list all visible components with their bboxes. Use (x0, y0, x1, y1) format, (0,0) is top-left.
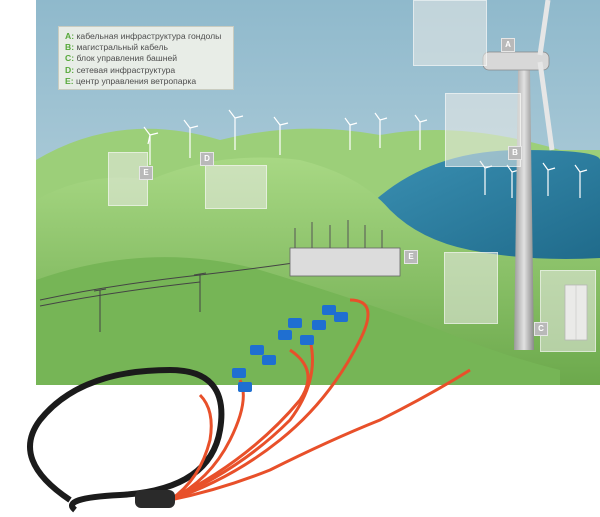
marker-d: D (200, 152, 214, 166)
legend-item-a: A: кабельная инфраструктура гондолы (65, 31, 222, 41)
fiber-connectors (232, 305, 348, 392)
substation-icon (289, 220, 401, 277)
legend: A: кабельная инфраструктура гондолы B: м… (58, 26, 234, 90)
fiber-cable-icon (27, 298, 471, 513)
legend-item-b: B: магистральный кабель (65, 42, 169, 53)
power-line-icon (39, 261, 301, 332)
marker-b: B (508, 146, 522, 160)
marker-e1: E (139, 166, 153, 180)
marker-c: C (534, 322, 548, 336)
legend-item-d: D: сетевая инфраструктура (65, 64, 176, 75)
inset-photo-a (413, 0, 487, 66)
legend-item-c: C: блок управления башней (65, 53, 178, 64)
marker-a: A (501, 38, 515, 52)
left-white-margin (0, 0, 36, 517)
marker-e2: E (404, 250, 418, 264)
inset-photo-d (205, 165, 267, 209)
inset-photo-c (540, 270, 596, 352)
legend-item-e: E: центр управления ветропарка (65, 75, 197, 86)
inset-photo-e2 (444, 252, 498, 324)
distant-turbines (143, 109, 588, 198)
